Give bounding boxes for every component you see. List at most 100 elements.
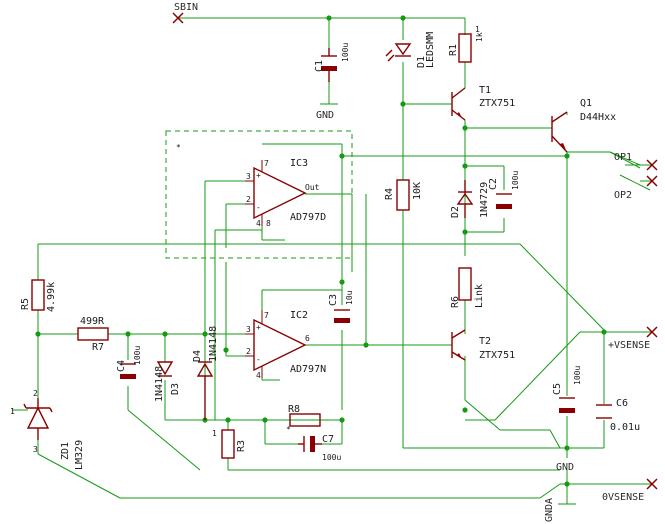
svg-text:1N4729: 1N4729 bbox=[479, 182, 490, 218]
svg-text:1N4148: 1N4148 bbox=[154, 366, 165, 402]
svg-text:-: - bbox=[256, 203, 261, 212]
svg-text:2: 2 bbox=[33, 389, 38, 398]
svg-text:+: + bbox=[256, 323, 261, 332]
svg-text:C3: C3 bbox=[328, 294, 339, 306]
pin-numbers: 3 2 7 4 8 Out + - 3 2 7 4 6 + - 1 2 3 1 … bbox=[10, 25, 480, 454]
svg-text:R6: R6 bbox=[450, 296, 461, 308]
opamp-ic3 bbox=[245, 160, 307, 226]
svg-text:Out: Out bbox=[305, 183, 320, 192]
svg-text:2: 2 bbox=[246, 347, 251, 356]
svg-text:1: 1 bbox=[10, 407, 15, 416]
svg-text:10u: 10u bbox=[345, 290, 354, 305]
svg-text:R4: R4 bbox=[384, 188, 395, 200]
svg-text:3: 3 bbox=[246, 325, 251, 334]
svg-text:IC3: IC3 bbox=[290, 158, 308, 169]
resistor-r3 bbox=[221, 429, 235, 459]
svg-text:1: 1 bbox=[475, 25, 480, 34]
svg-text:*: * bbox=[286, 425, 291, 434]
component-labels: C1 100u D1 LEDSMM R1 1k T1 ZTX751 Q1 D44… bbox=[20, 32, 640, 470]
svg-text:R8: R8 bbox=[288, 404, 300, 415]
svg-text:6: 6 bbox=[305, 334, 310, 343]
svg-text:499R: 499R bbox=[80, 316, 105, 327]
svg-text:IC2: IC2 bbox=[290, 310, 308, 321]
svg-text:3: 3 bbox=[246, 172, 251, 181]
svg-text:C5: C5 bbox=[552, 383, 563, 395]
capacitor-c7 bbox=[298, 436, 322, 452]
svg-text:T1: T1 bbox=[479, 85, 491, 96]
net-label-vsense-0: 0VSENSE bbox=[602, 492, 644, 503]
svg-text:C4: C4 bbox=[116, 360, 127, 372]
svg-text:-: - bbox=[256, 355, 261, 364]
svg-text:4.99k: 4.99k bbox=[46, 282, 57, 312]
svg-text:C6: C6 bbox=[616, 398, 628, 409]
sbin-terminal bbox=[172, 12, 184, 24]
svg-text:ZTX751: ZTX751 bbox=[479, 350, 515, 361]
svg-text:7: 7 bbox=[264, 159, 269, 168]
svg-text:1N4148: 1N4148 bbox=[208, 326, 219, 362]
svg-text:Link: Link bbox=[474, 284, 485, 308]
zener-d2 bbox=[456, 180, 474, 218]
svg-text:R3: R3 bbox=[236, 440, 247, 452]
resistor-r8 bbox=[289, 413, 321, 427]
svg-text:T2: T2 bbox=[479, 336, 491, 347]
svg-text:100u: 100u bbox=[322, 453, 341, 462]
enclosure-star: * bbox=[176, 143, 181, 152]
capacitor-c4 bbox=[120, 363, 136, 379]
svg-text:2: 2 bbox=[246, 195, 251, 204]
svg-text:Q1: Q1 bbox=[580, 98, 592, 109]
vsense-0-terminal bbox=[646, 478, 658, 490]
svg-text:D4: D4 bbox=[192, 350, 203, 362]
resistor-r4 bbox=[396, 179, 410, 211]
net-label-vsense-pos: +VSENSE bbox=[608, 340, 650, 351]
svg-text:ZD1: ZD1 bbox=[60, 442, 71, 460]
svg-text:100u: 100u bbox=[573, 366, 582, 385]
svg-text:C1: C1 bbox=[314, 60, 325, 72]
net-label-gnd-top: GND bbox=[316, 110, 334, 121]
svg-text:3: 3 bbox=[33, 445, 38, 454]
diode-d3 bbox=[156, 361, 174, 377]
svg-text:D2: D2 bbox=[450, 206, 461, 218]
transistor-t1 bbox=[451, 87, 466, 121]
svg-text:4: 4 bbox=[256, 371, 261, 380]
svg-text:LM329: LM329 bbox=[74, 440, 85, 470]
net-label-gnda: GNDA bbox=[544, 498, 555, 522]
led-d1 bbox=[385, 43, 412, 62]
reference-zd1 bbox=[23, 398, 53, 440]
svg-text:+: + bbox=[256, 171, 261, 180]
svg-text:1k: 1k bbox=[475, 32, 484, 42]
svg-text:100u: 100u bbox=[133, 346, 142, 365]
svg-text:D3: D3 bbox=[170, 383, 181, 395]
svg-text:R1: R1 bbox=[448, 44, 459, 56]
net-label-sbin: SBIN bbox=[174, 2, 198, 13]
transistor-q1 bbox=[551, 111, 568, 153]
capacitor-c6 bbox=[596, 404, 612, 419]
capacitor-c3 bbox=[334, 309, 350, 323]
svg-text:C7: C7 bbox=[322, 434, 334, 445]
svg-text:10K: 10K bbox=[412, 182, 423, 200]
svg-text:100u: 100u bbox=[511, 171, 520, 190]
resistor-r1 bbox=[458, 33, 472, 63]
svg-text:C2: C2 bbox=[488, 178, 499, 190]
net-label-gnd-mid: GND bbox=[556, 462, 574, 473]
svg-text:0.01u: 0.01u bbox=[610, 422, 640, 433]
net-terminals bbox=[172, 12, 658, 490]
net-label-op1: OP1 bbox=[614, 152, 632, 163]
capacitor-c5 bbox=[559, 397, 575, 413]
ic3-enclosure bbox=[165, 130, 353, 259]
vsense-pos-terminal bbox=[646, 326, 658, 338]
svg-text:100u: 100u bbox=[341, 43, 350, 62]
diode-d4 bbox=[196, 361, 214, 420]
opamp-ic2 bbox=[245, 310, 307, 378]
svg-text:4: 4 bbox=[256, 219, 261, 228]
junctions bbox=[35, 15, 607, 487]
svg-text:R5: R5 bbox=[20, 298, 31, 310]
svg-text:AD797D: AD797D bbox=[290, 212, 326, 223]
svg-text:8: 8 bbox=[266, 219, 271, 228]
svg-text:D1: D1 bbox=[416, 56, 427, 68]
capacitor-c2 bbox=[496, 193, 512, 209]
svg-text:D44Hxx: D44Hxx bbox=[580, 112, 616, 123]
op2-terminal bbox=[646, 175, 658, 187]
svg-text:7: 7 bbox=[264, 311, 269, 320]
svg-text:LEDSMM: LEDSMM bbox=[425, 32, 436, 68]
